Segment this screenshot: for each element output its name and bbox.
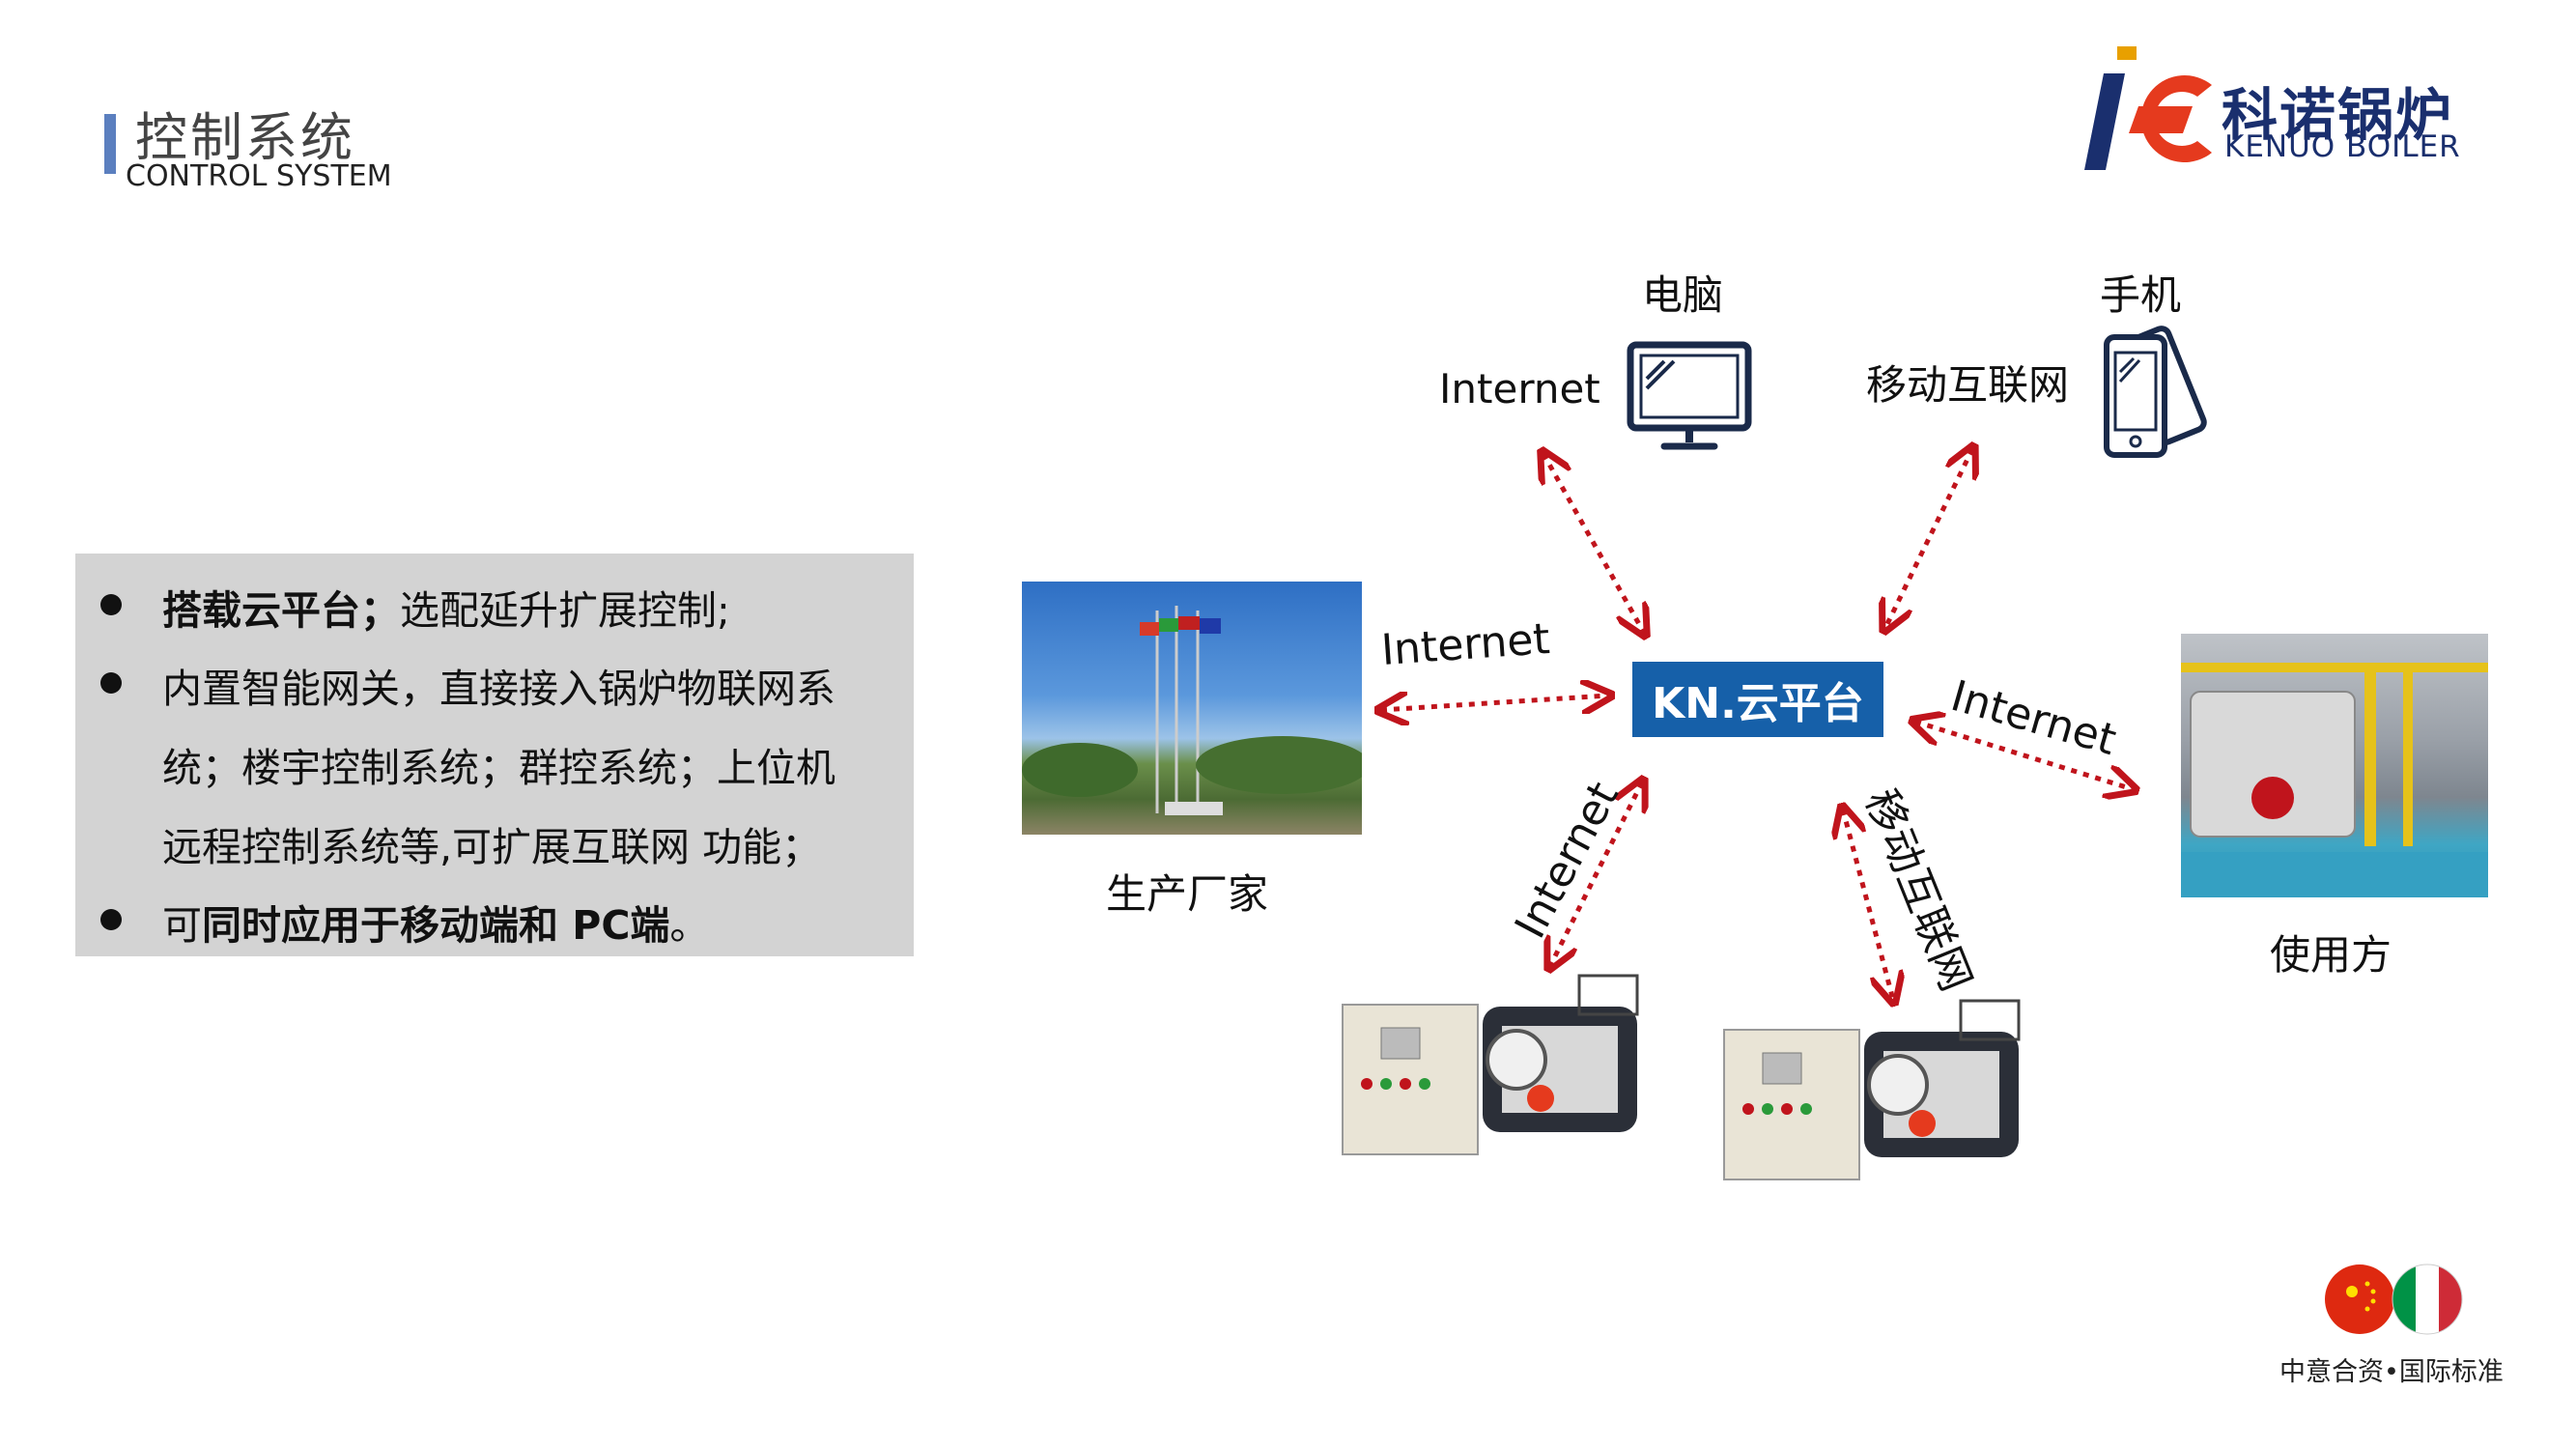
mobile-phone-icon — [2104, 326, 2207, 458]
pc-link-label: Internet — [1439, 365, 1600, 412]
bullet-icon — [100, 672, 122, 694]
factory-link-label: Internet — [1379, 613, 1552, 676]
feature-item-mobile-pc-bold: 同时应用于移动端和 PC端 — [202, 902, 670, 949]
arrow-pc — [1543, 454, 1644, 633]
factory-photo — [1022, 582, 1362, 835]
arrow-phone — [1885, 449, 1972, 628]
feature-item-cloud-bold: 搭载云平台； — [162, 587, 400, 634]
feature-item-gateway-line1: 内置智能网关，直接接入锅炉物联网系 — [162, 666, 835, 712]
user-link-label: Internet — [1945, 670, 2122, 766]
phone-link-label: 移动互联网 — [1866, 361, 2070, 409]
cloud-platform-node: KN.云平台 — [1632, 662, 1883, 737]
boiler-room-illustration — [2181, 663, 2488, 897]
feature-item-mobile-pc-suffix: 。 — [669, 902, 710, 949]
feature-item-cloud: 搭载云平台；选配延升扩展控制; — [162, 578, 730, 636]
china-italy-flags-icon — [2325, 1264, 2463, 1335]
factory-label: 生产厂家 — [1106, 870, 1269, 918]
kenuo-logo-icon — [2084, 46, 2212, 170]
page-subtitle: CONTROL SYSTEM — [126, 159, 392, 193]
joint-venture-badge: 中意合资•国际标准 — [2279, 1357, 2504, 1387]
phone-label: 手机 — [2100, 271, 2182, 319]
boiler1-link-label: Internet — [1505, 774, 1628, 947]
user-label: 使用方 — [2270, 931, 2392, 979]
feature-item-mobile-pc: 可同时应用于移动端和 PC端。 — [162, 893, 709, 951]
logo-name-cn: 科诺锅炉 — [2222, 82, 2454, 148]
feature-item-cloud-text: 选配延升扩展控制; — [400, 587, 730, 634]
boiler-unit-1 — [1342, 974, 1639, 1155]
feature-list: 搭载云平台；选配延升扩展控制; 内置智能网关，直接接入锅炉物联网系 统；楼宇控制… — [75, 554, 914, 956]
boiler-unit-2 — [1723, 999, 2021, 1180]
title-accent-bar — [104, 114, 116, 174]
page-title: 控制系统 — [135, 107, 355, 168]
boiler2-link-label: 移动互联网 — [1854, 782, 1981, 999]
feature-item-gateway-line3: 远程控制系统等,可扩展互联网 功能； — [162, 824, 822, 870]
feature-item-gateway-line2: 统；楼宇控制系统；群控系统；上位机 — [162, 745, 835, 791]
logo-name-en: KENUO BOILER — [2224, 129, 2461, 164]
flags-illustration — [1022, 606, 1362, 815]
user-site-photo — [2181, 634, 2488, 897]
bullet-icon — [100, 909, 122, 930]
feature-item-mobile-pc-prefix: 可 — [162, 902, 202, 949]
pc-label: 电脑 — [1642, 271, 1724, 319]
bullet-icon — [100, 594, 122, 615]
arrow-factory — [1381, 696, 1608, 710]
monitor-icon — [1627, 341, 1752, 450]
